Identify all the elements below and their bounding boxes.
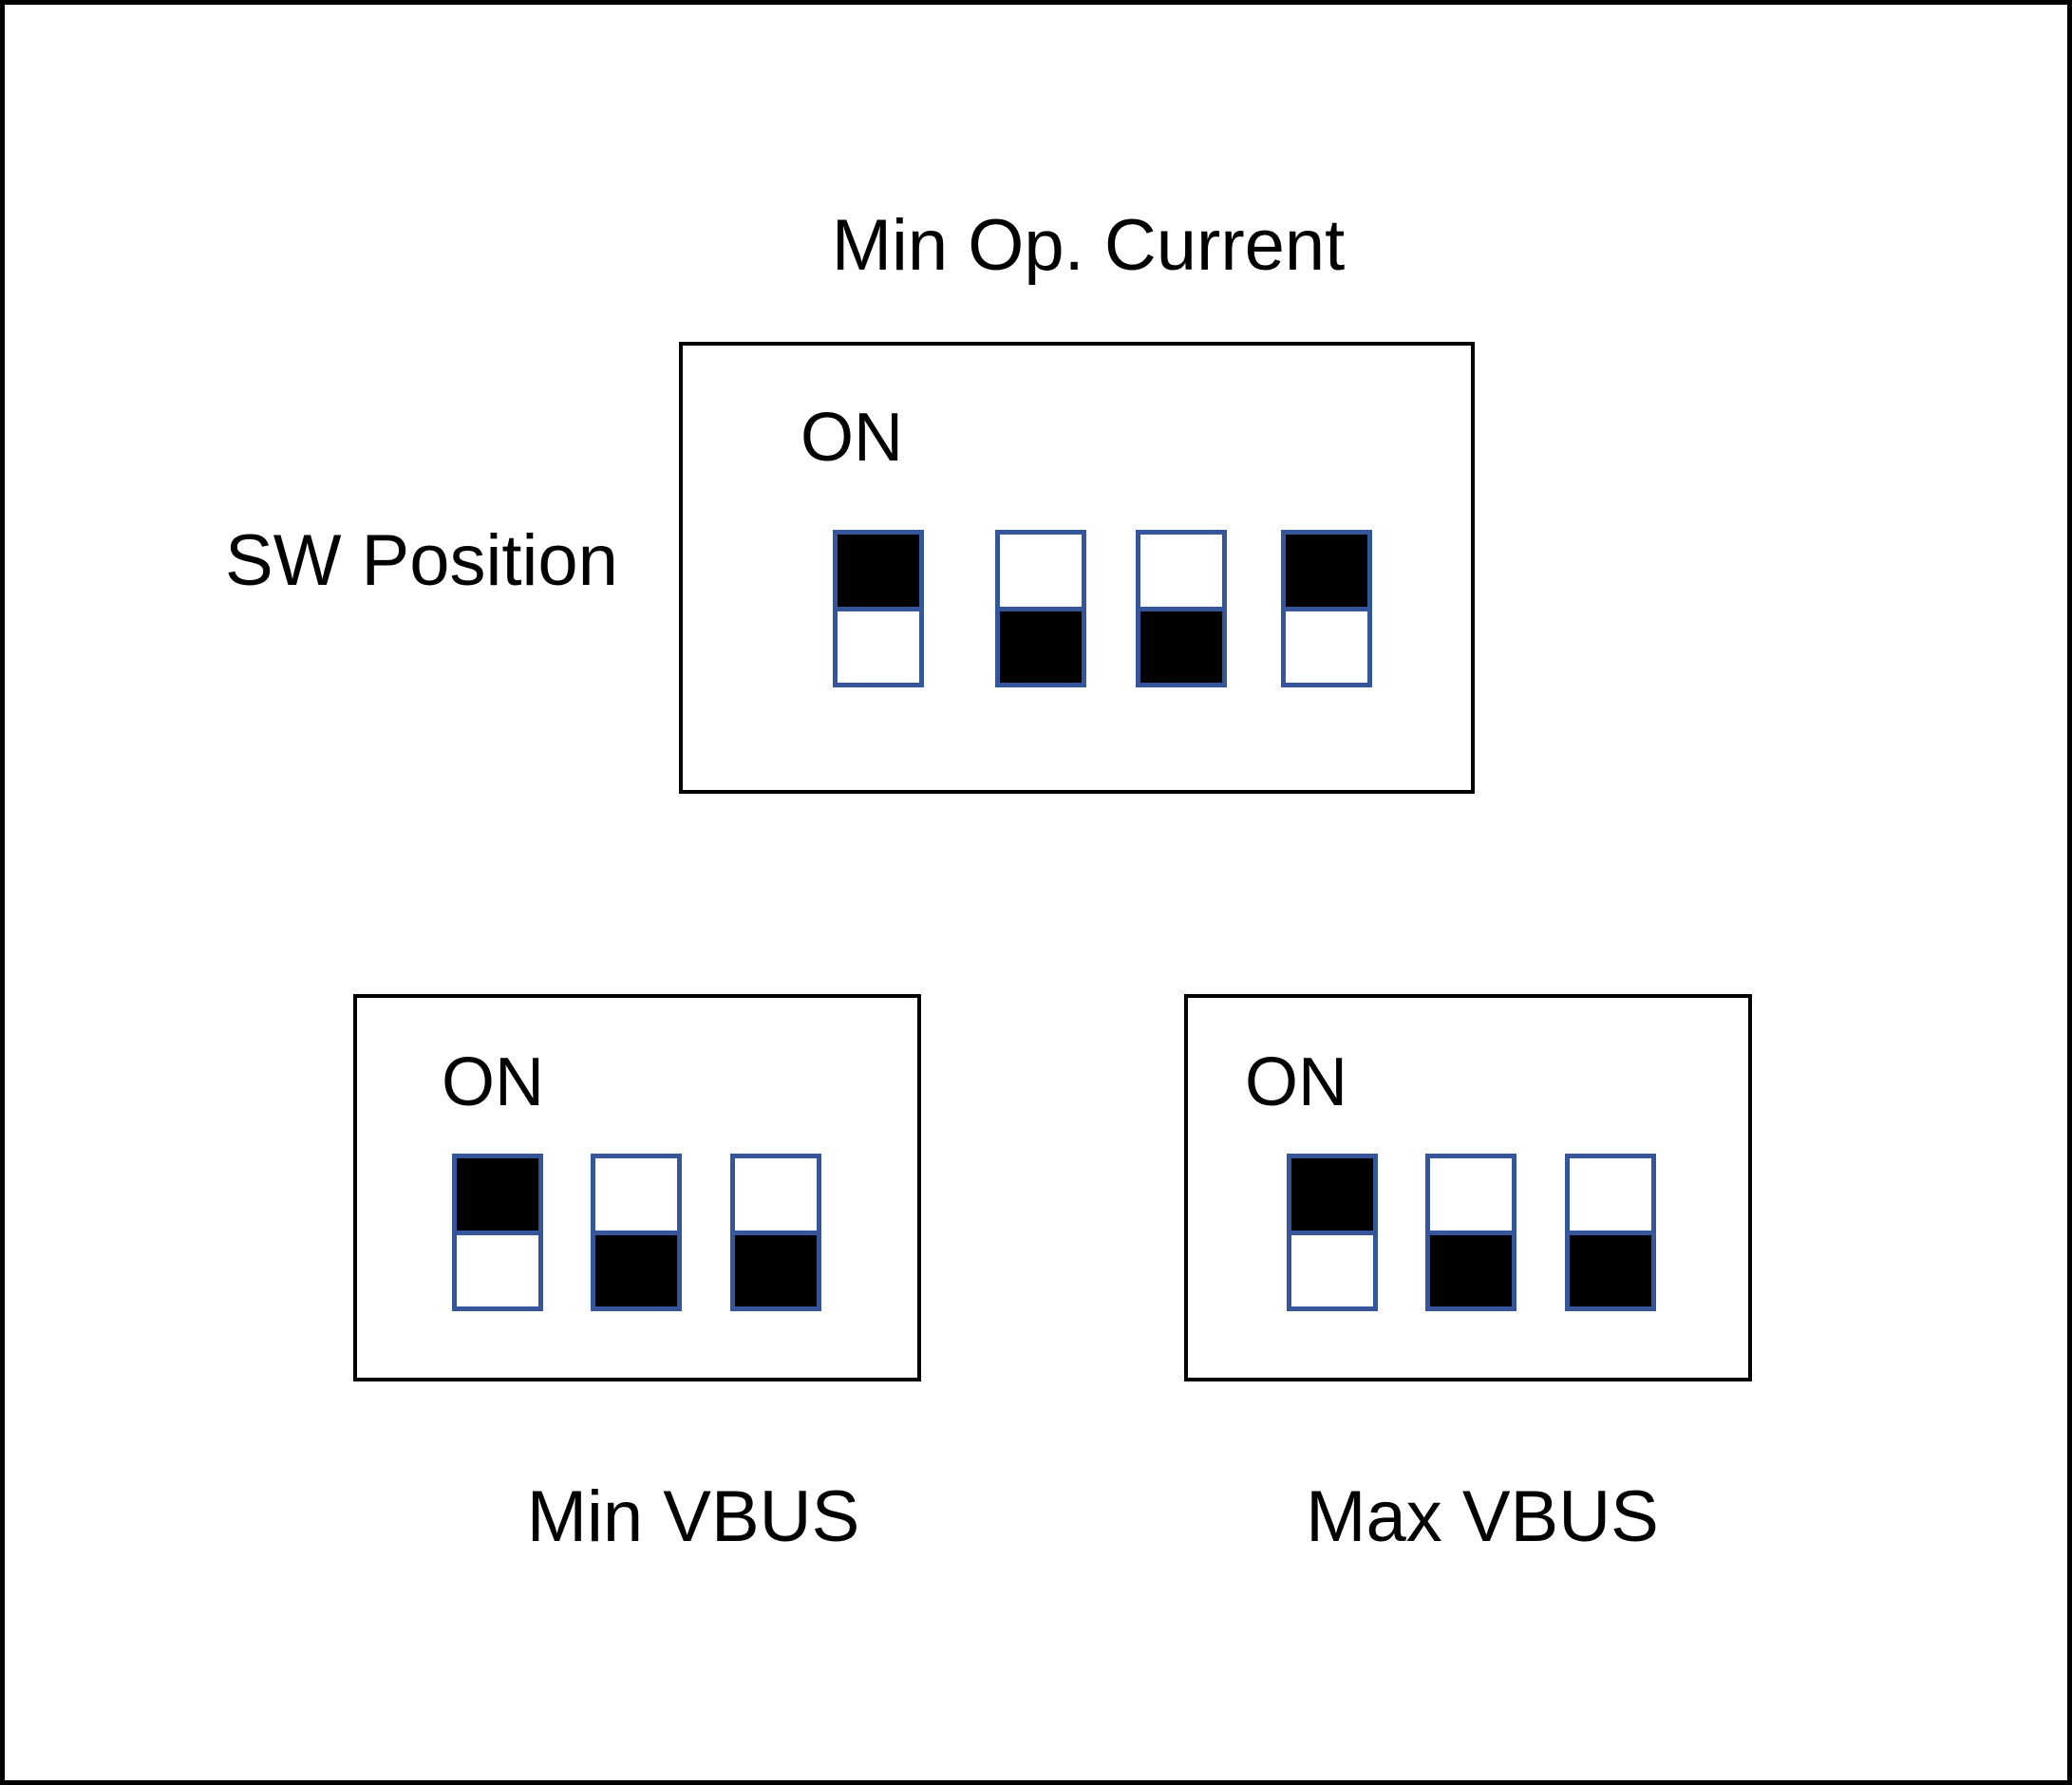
switch-bottom-cell bbox=[1140, 611, 1222, 683]
on-label: ON bbox=[801, 400, 903, 476]
dip-switch-row bbox=[1287, 1154, 1657, 1311]
diagram-title: Min Op. Current bbox=[831, 205, 1346, 286]
switch-top-cell bbox=[838, 535, 919, 611]
dip-switch-1-up bbox=[833, 530, 924, 687]
on-label: ON bbox=[442, 1044, 544, 1120]
dip-switch-2-down bbox=[1425, 1154, 1516, 1311]
switch-bottom-cell bbox=[838, 611, 919, 683]
switch-bottom-cell bbox=[1430, 1234, 1512, 1306]
switch-top-cell bbox=[1000, 535, 1082, 611]
dip-switch-2-down bbox=[591, 1154, 682, 1311]
caption-min-vbus: Min VBUS bbox=[526, 1476, 860, 1557]
dip-switch-3-down bbox=[730, 1154, 821, 1311]
switch-bottom-cell bbox=[735, 1234, 817, 1306]
switch-top-cell bbox=[735, 1158, 817, 1235]
panel-max-vbus: ON bbox=[1184, 994, 1752, 1381]
panel-min-op-current: ON bbox=[679, 342, 1475, 794]
switch-bottom-cell bbox=[1570, 1234, 1651, 1306]
dip-switch-2-down bbox=[995, 530, 1086, 687]
dip-switch-3-down bbox=[1136, 530, 1227, 687]
caption-max-vbus: Max VBUS bbox=[1306, 1476, 1659, 1557]
dip-switch-row bbox=[833, 530, 1374, 687]
dip-switch-3-down bbox=[1565, 1154, 1656, 1311]
switch-top-cell bbox=[1570, 1158, 1651, 1235]
switch-top-cell bbox=[595, 1158, 677, 1235]
on-label: ON bbox=[1245, 1044, 1347, 1120]
dip-switch-1-up bbox=[1287, 1154, 1378, 1311]
switch-bottom-cell bbox=[1000, 611, 1082, 683]
switch-top-cell bbox=[1430, 1158, 1512, 1235]
dip-switch-1-up bbox=[452, 1154, 543, 1311]
switch-top-cell bbox=[1291, 1158, 1373, 1235]
switch-top-cell bbox=[1286, 535, 1367, 611]
switch-top-cell bbox=[457, 1158, 538, 1235]
switch-bottom-cell bbox=[595, 1234, 677, 1306]
switch-top-cell bbox=[1140, 535, 1222, 611]
panel-min-vbus: ON bbox=[353, 994, 921, 1381]
switch-bottom-cell bbox=[1286, 611, 1367, 683]
sw-position-label: SW Position bbox=[225, 520, 618, 601]
switch-bottom-cell bbox=[457, 1234, 538, 1306]
dip-switch-4-up bbox=[1281, 530, 1372, 687]
switch-bottom-cell bbox=[1291, 1234, 1373, 1306]
dip-switch-row bbox=[452, 1154, 822, 1311]
